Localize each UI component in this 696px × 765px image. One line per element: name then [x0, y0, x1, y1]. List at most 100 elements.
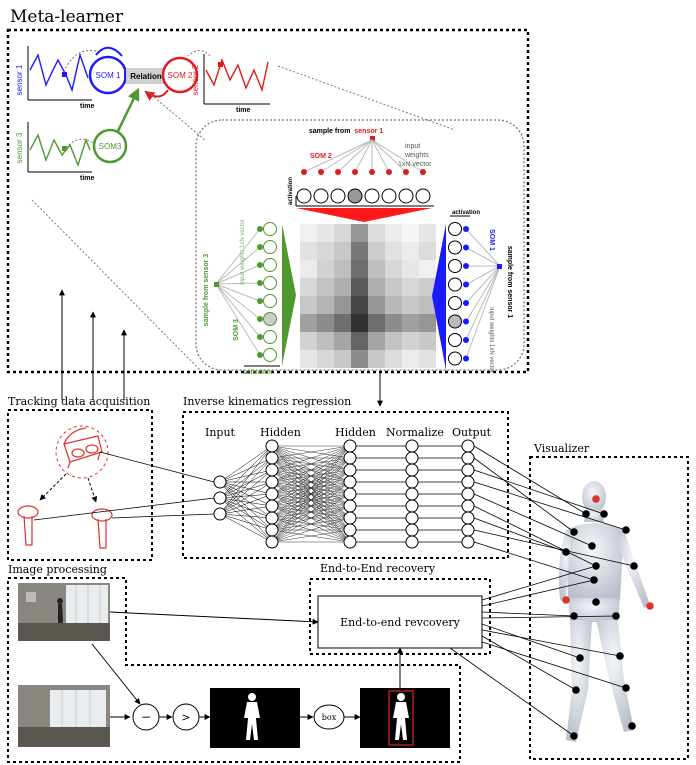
visualizer-frame	[529, 456, 689, 760]
boxed-silhouette	[360, 688, 450, 748]
som1-neuron	[448, 333, 462, 347]
som2-neuron	[313, 188, 329, 204]
hidden1-neuron	[265, 535, 279, 549]
heatmap-cell	[402, 260, 419, 278]
normalize-neuron	[405, 451, 419, 465]
heatmap-cell	[368, 260, 385, 278]
som3-activation-projection	[282, 224, 296, 366]
e2e-box-label: End-to-end revcovery	[340, 616, 461, 629]
box-op-label: box	[322, 713, 337, 722]
meta-learner-frame	[6, 28, 530, 374]
hidden1-neuron	[265, 499, 279, 513]
normalize-neuron	[405, 499, 419, 513]
top-activation-label: activation	[288, 177, 294, 205]
som3-neuron	[263, 276, 277, 290]
heatmap-cell	[419, 350, 436, 368]
heatmap-cell	[402, 314, 419, 332]
hidden1-neuron	[265, 487, 279, 501]
som2-neuron	[330, 188, 346, 204]
som3-weight-dot	[257, 334, 263, 340]
body-joint	[592, 598, 600, 606]
som1-neuron	[448, 240, 462, 255]
som1-weight-dot	[463, 281, 469, 288]
body-joint	[628, 722, 636, 730]
svg-text:sample from sensor 1: sample from sensor 1	[309, 128, 383, 135]
heatmap-cell	[368, 224, 385, 242]
sensor2-time-label: time	[236, 107, 251, 114]
output-neuron	[461, 523, 475, 537]
som1-neuron	[448, 351, 462, 366]
sensor1-time-label: time	[80, 103, 95, 110]
e2e-frame	[309, 578, 491, 655]
heatmap-cell	[385, 332, 402, 350]
relation-label: Relation	[130, 72, 162, 81]
heatmap-cell	[385, 260, 402, 278]
normalize-neuron	[405, 463, 419, 477]
heatmap-cell	[351, 296, 368, 314]
sensor3-plot: sensor 3 time	[15, 122, 95, 182]
som2-weight-dot	[403, 169, 409, 175]
body-joint	[646, 602, 654, 610]
meta-learner-section: Meta-learner sensor 1 time SOM 1 Relatio…	[6, 7, 530, 376]
heatmap-cell	[317, 260, 334, 278]
som2-weight-dot	[301, 169, 307, 175]
som3-neuron	[263, 240, 277, 254]
image-processing-section: Image processing −	[7, 563, 461, 763]
heatmap-cell	[317, 242, 334, 260]
hidden2-neuron	[343, 451, 357, 465]
som3-weight-dot	[257, 262, 263, 268]
heatmap-cell	[385, 350, 402, 368]
hidden1-neuron	[265, 451, 279, 465]
heatmap-cell	[300, 350, 317, 368]
subtract-op-label: −	[141, 710, 151, 724]
som1-neuron	[448, 259, 462, 273]
heatmap-cell	[334, 278, 351, 296]
heatmap-cell	[334, 332, 351, 350]
heatmap-cell	[317, 224, 334, 242]
heatmap-cell	[402, 350, 419, 368]
output-neuron	[461, 475, 475, 489]
som2-neuron	[364, 188, 380, 204]
ik-hidden2-label: Hidden	[335, 426, 376, 439]
hidden1-neuron	[265, 523, 279, 537]
som2-neuron	[415, 188, 431, 204]
input-neuron	[213, 507, 227, 521]
hidden2-neuron	[343, 499, 357, 513]
output-neuron	[461, 439, 475, 453]
som1-weight-dot	[463, 263, 469, 269]
heatmap-cell	[334, 296, 351, 314]
heatmap-cell	[300, 278, 317, 296]
heatmap-cell	[334, 260, 351, 278]
heatmap-cell	[402, 224, 419, 242]
visualizer-section: Visualizer	[529, 442, 689, 760]
tracking-frame	[7, 409, 153, 561]
heatmap-cell	[334, 314, 351, 332]
headset-icon	[63, 427, 103, 469]
normalize-neuron	[405, 535, 419, 549]
heatmap-cell	[317, 314, 334, 332]
som2-weight-dot	[335, 169, 341, 175]
heatmap-cell	[351, 350, 368, 368]
tracking-title: Tracking data acquisition	[8, 395, 150, 408]
sensor3-label: sensor 3	[15, 132, 24, 163]
heatmap-cell	[368, 278, 385, 296]
right-activation-label: activation	[452, 210, 480, 216]
heatmap-cell	[334, 224, 351, 242]
top-som2-label: SOM 2	[310, 153, 332, 160]
relation-box	[126, 68, 166, 84]
threshold-op-label: >	[181, 711, 190, 724]
heatmap-cell	[419, 332, 436, 350]
sensor2-plot: sensor 2 time	[191, 54, 270, 114]
hidden2-neuron	[343, 475, 357, 489]
heatmap-cell	[385, 242, 402, 260]
hidden2-neuron	[343, 511, 357, 525]
body-joint	[592, 495, 600, 503]
heatmap-cell	[300, 332, 317, 350]
heatmap-cell	[385, 224, 402, 242]
left-activation-label: activation	[244, 370, 272, 376]
heatmap-cell	[368, 242, 385, 260]
som2-activation-projection	[296, 208, 432, 222]
output-neuron	[461, 511, 475, 525]
som2-neuron	[381, 188, 397, 204]
som3-neuron	[263, 330, 277, 344]
